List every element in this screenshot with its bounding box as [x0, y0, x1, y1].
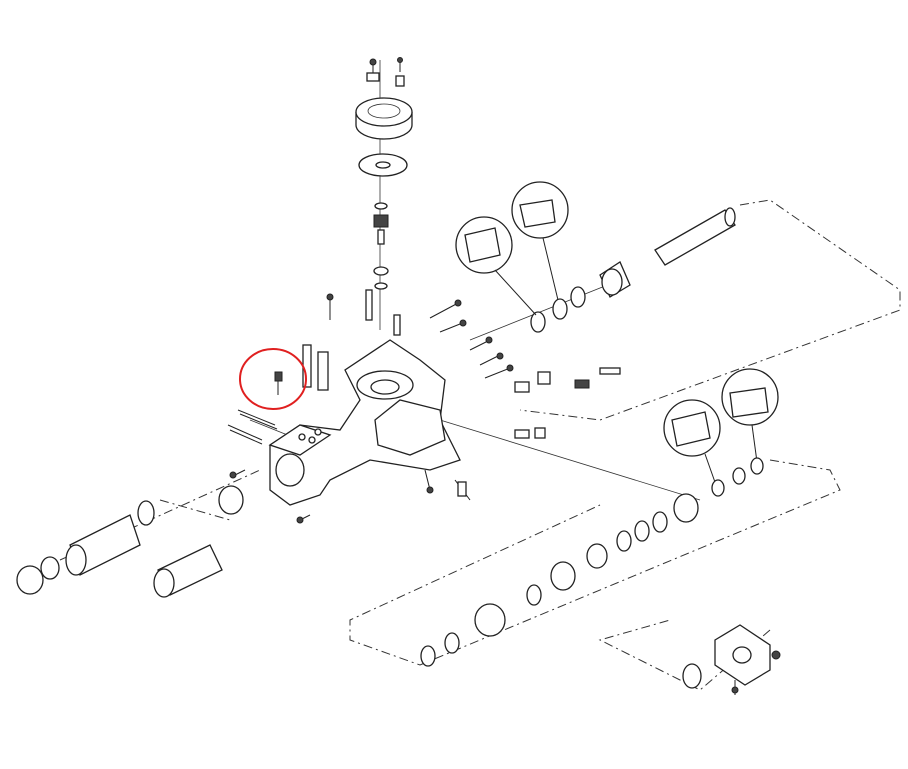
guide-rod — [317, 351, 329, 391]
washer — [40, 556, 60, 580]
o-ring — [530, 311, 546, 333]
nut — [550, 561, 576, 591]
long-pin — [237, 409, 276, 426]
o-ring — [652, 511, 668, 533]
sleeve — [673, 493, 699, 523]
screws-group — [229, 289, 514, 524]
nut — [366, 72, 380, 82]
long-pin — [227, 424, 263, 441]
o-ring — [750, 457, 764, 475]
fitting — [537, 371, 551, 385]
o-ring — [137, 500, 155, 526]
pins-group — [227, 344, 329, 445]
o-ring — [682, 663, 702, 689]
bushing — [586, 543, 608, 569]
fitting — [514, 381, 530, 393]
guide-rod — [302, 344, 312, 388]
shaft — [654, 209, 736, 266]
screw-head — [369, 58, 377, 66]
o-ring — [570, 286, 586, 308]
upper-axis-line — [469, 279, 621, 341]
o-ring — [634, 520, 650, 542]
fittings-group — [514, 367, 621, 439]
upper-right-assembly-path — [519, 199, 901, 421]
screw-head — [397, 57, 403, 63]
lower-assembly-path — [349, 459, 841, 666]
nut — [771, 650, 781, 660]
pin — [599, 367, 621, 375]
upper-shaft-group — [455, 181, 736, 333]
o-ring — [420, 645, 436, 667]
o-ring-small — [374, 202, 388, 210]
o-ring — [552, 298, 568, 320]
plunger-pin — [377, 229, 385, 245]
o-ring — [616, 530, 632, 552]
lower-shaft-group — [420, 368, 781, 695]
o-ring — [373, 266, 389, 276]
left-assembly-path-2 — [159, 499, 231, 521]
small-key — [274, 371, 283, 382]
seal-ring — [16, 565, 44, 595]
left-cartridges-group — [16, 485, 244, 598]
highlight-circle-icon — [239, 348, 307, 410]
o-ring — [732, 467, 746, 485]
spring-nut — [373, 214, 389, 228]
o-ring — [444, 632, 460, 654]
o-ring — [711, 479, 725, 497]
spring — [574, 379, 590, 389]
top-cover-group — [355, 57, 413, 290]
bushing — [218, 485, 244, 515]
o-ring — [374, 282, 388, 290]
nut — [395, 75, 405, 87]
lower-axis-line — [439, 419, 701, 501]
main-housing — [268, 339, 461, 506]
assembly-paths — [59, 60, 901, 691]
o-ring — [526, 584, 542, 606]
sleeve — [474, 603, 506, 637]
